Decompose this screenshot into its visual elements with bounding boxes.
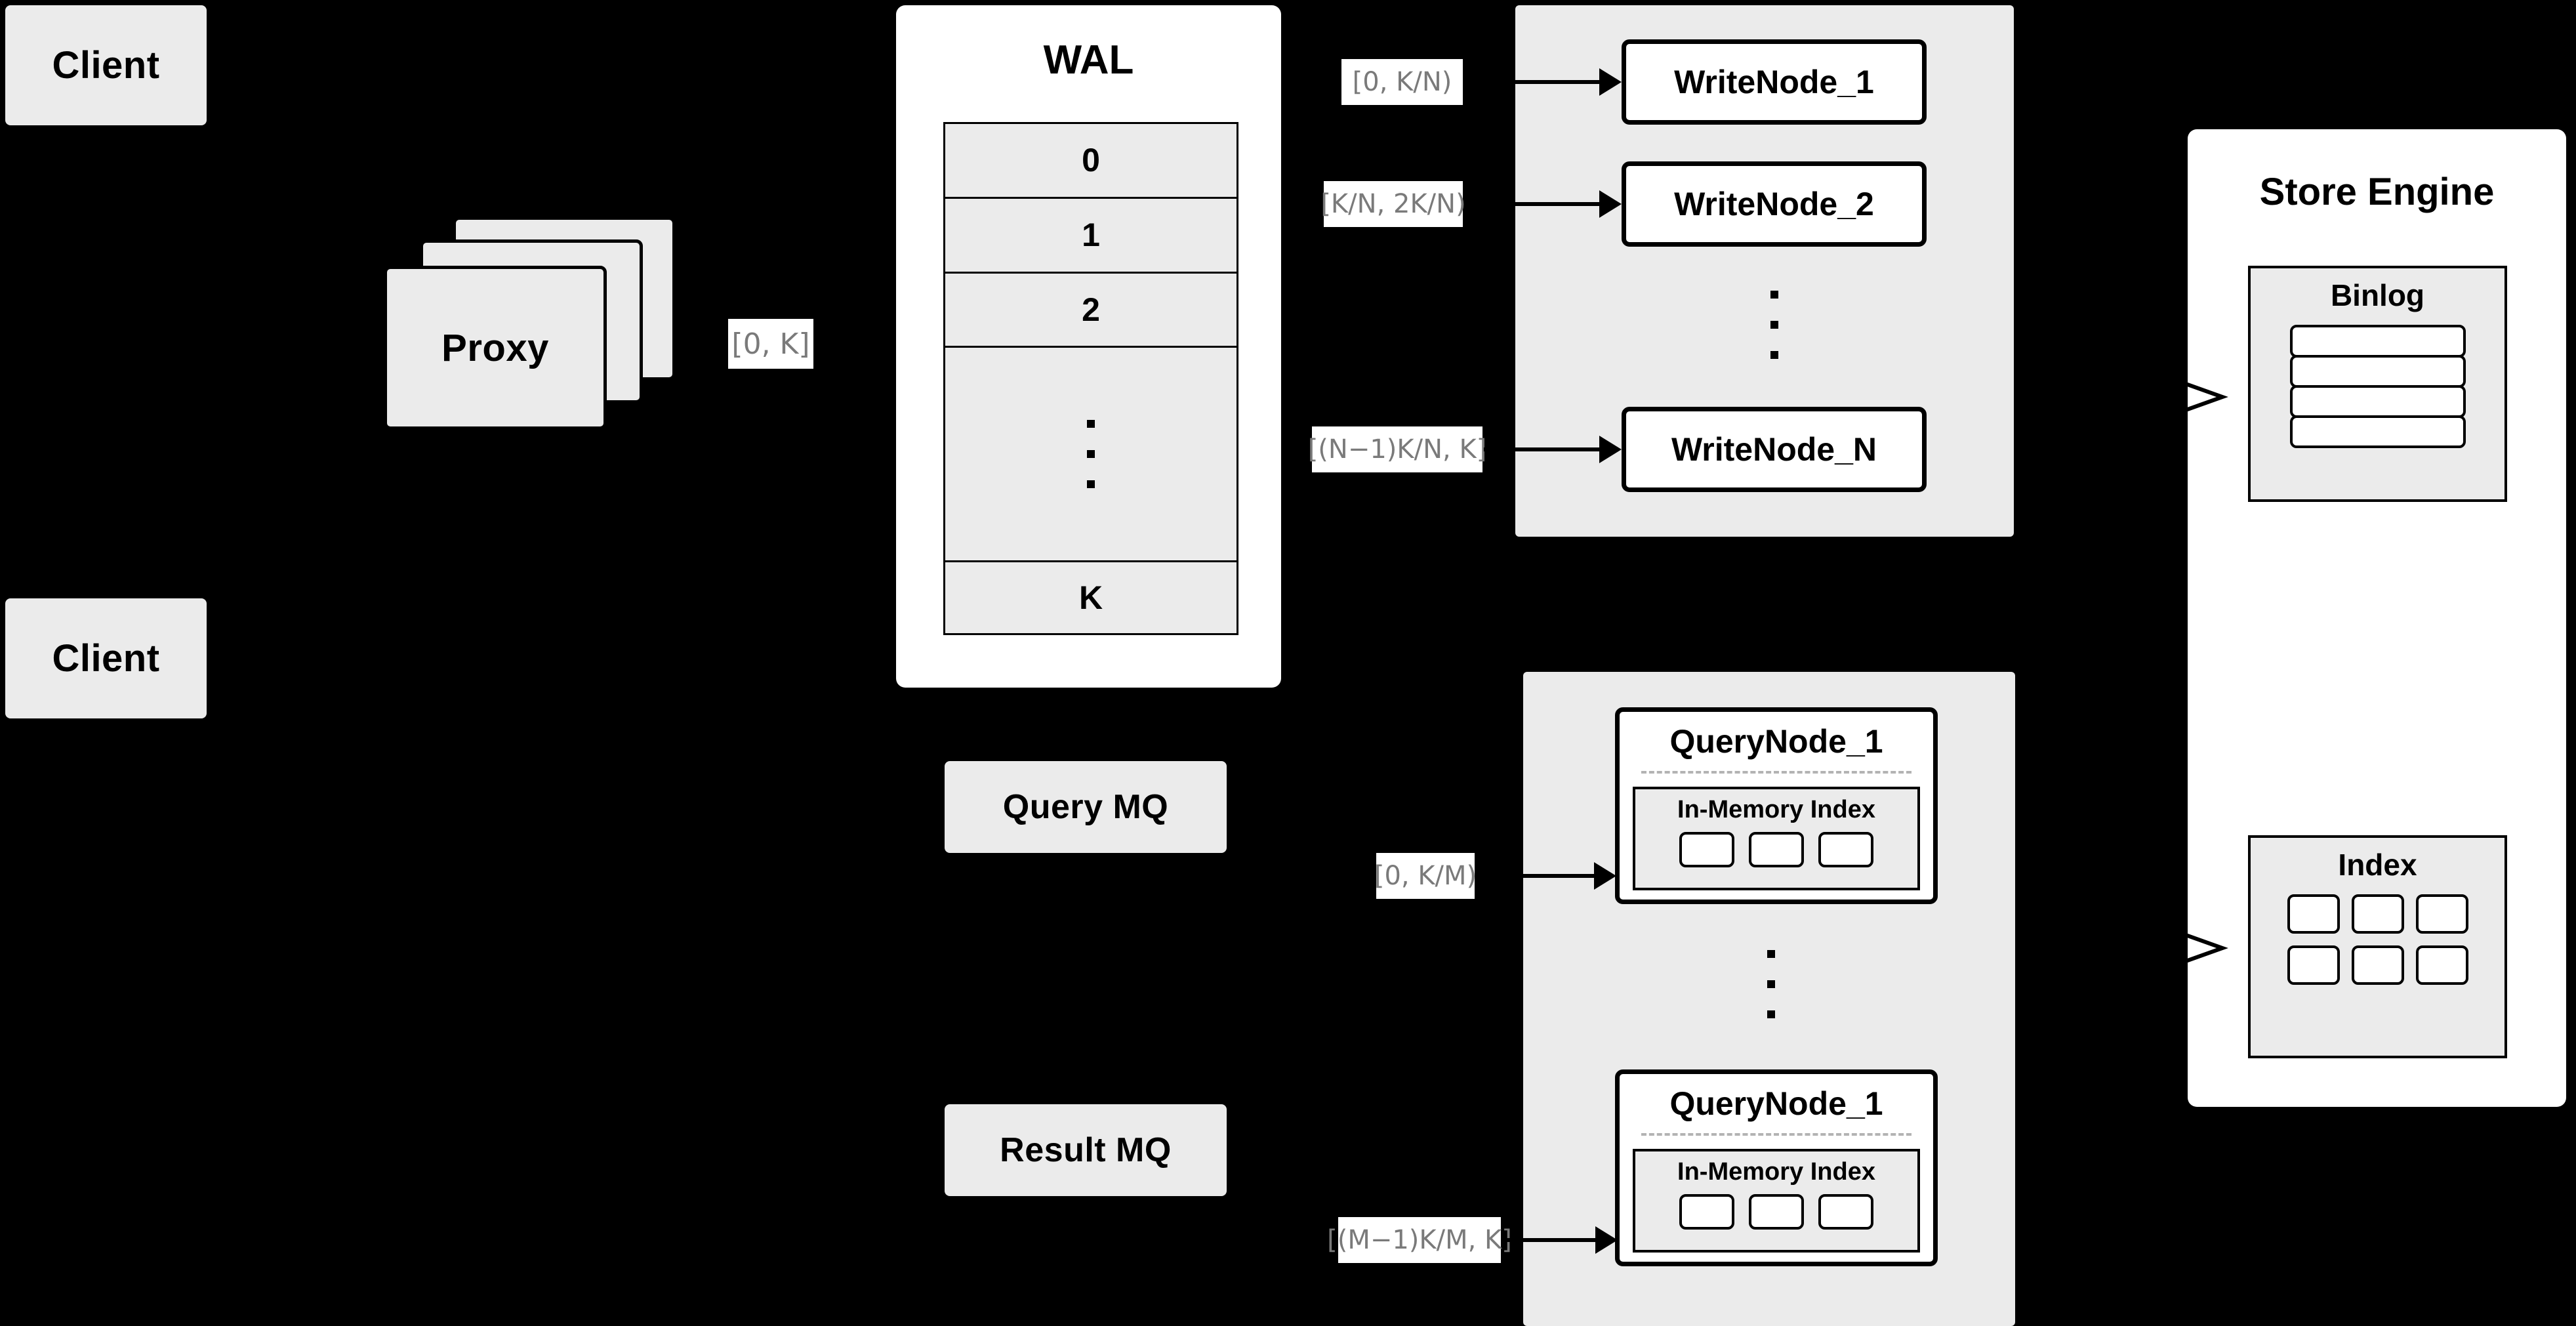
- binlog-bar[interactable]: [2289, 385, 2466, 418]
- binlog-bar[interactable]: [2289, 415, 2466, 448]
- arrow-head-icon: [1595, 1226, 1618, 1254]
- binlog-bar[interactable]: [2289, 355, 2466, 388]
- in-memory-index-title-1: In-Memory Index: [1677, 796, 1875, 823]
- open-arrow-head-icon: [2158, 932, 2228, 964]
- query-node-1-in-memory-index: In-Memory Index: [1633, 787, 1920, 890]
- index-panel: Index: [2248, 835, 2507, 1058]
- wal-panel: WAL 0 1 2 K: [896, 5, 1281, 688]
- wal-row-2[interactable]: 2: [945, 273, 1237, 348]
- write-node-n-label: WriteNode_N: [1671, 431, 1877, 468]
- client-label-2: Client: [52, 637, 160, 680]
- proxy-label: Proxy: [441, 326, 549, 369]
- wal-row-1[interactable]: 1: [945, 198, 1237, 274]
- arrow-to-query-node-1: [1482, 862, 1620, 890]
- index-title: Index: [2338, 848, 2417, 882]
- query-mq-box[interactable]: Query MQ: [945, 761, 1227, 853]
- query-node-1-title: QueryNode_1: [1669, 723, 1883, 760]
- write-node-1-range-label: [0, K/N): [1341, 59, 1463, 105]
- store-engine-panel: Store Engine Binlog Index: [2188, 129, 2566, 1107]
- arrow-to-write-node-n: [1484, 436, 1622, 463]
- wal-entry-table: 0 1 2 K: [943, 122, 1238, 635]
- wal-vertical-dots-icon: [1087, 420, 1095, 489]
- store-engine-title: Store Engine: [2259, 171, 2495, 213]
- arrow-to-write-node-2: [1464, 190, 1622, 218]
- binlog-title: Binlog: [2330, 278, 2425, 312]
- client-box-1[interactable]: Client: [5, 5, 207, 125]
- arrow-head-icon: [1599, 68, 1622, 96]
- in-memory-index-chip[interactable]: [1749, 1194, 1804, 1230]
- result-mq-label: Result MQ: [1000, 1131, 1172, 1169]
- wal-row-k[interactable]: K: [945, 562, 1237, 633]
- wal-row-ellipsis: [945, 348, 1237, 563]
- index-chip[interactable]: [2415, 945, 2468, 985]
- index-chip[interactable]: [2287, 894, 2340, 934]
- in-memory-index-title-2: In-Memory Index: [1677, 1158, 1875, 1186]
- write-node-2-range-label: [K/N, 2K/N): [1320, 181, 1466, 227]
- wal-title: WAL: [1043, 37, 1134, 83]
- in-memory-index-chip[interactable]: [1679, 832, 1734, 867]
- query-node-1-divider: [1641, 771, 1912, 774]
- in-memory-index-chip[interactable]: [1679, 1194, 1734, 1230]
- write-node-n[interactable]: WriteNode_N: [1622, 407, 1927, 492]
- write-node-2[interactable]: WriteNode_2: [1622, 161, 1927, 247]
- wal-row-0[interactable]: 0: [945, 124, 1237, 199]
- write-node-n-range-label: [(N−1)K/N, K]: [1308, 426, 1486, 472]
- query-node-1-range-label: [0, K/M): [1374, 853, 1477, 899]
- arrow-to-index: [2158, 928, 2237, 968]
- arrow-to-binlog: [2158, 377, 2237, 417]
- query-node-1[interactable]: QueryNode_1 In-Memory Index: [1615, 707, 1938, 904]
- write-node-1-label: WriteNode_1: [1674, 64, 1874, 100]
- binlog-bar[interactable]: [2289, 325, 2466, 358]
- arrow-head-icon: [1594, 862, 1616, 890]
- binlog-panel: Binlog: [2248, 266, 2507, 502]
- client-box-2[interactable]: Client: [5, 598, 207, 718]
- client-label-1: Client: [52, 44, 160, 87]
- query-mq-label: Query MQ: [1002, 788, 1169, 826]
- open-arrow-head-icon: [2158, 381, 2228, 413]
- index-chip[interactable]: [2351, 894, 2404, 934]
- query-node-2-title: QueryNode_1: [1669, 1085, 1883, 1122]
- arrow-head-icon: [1599, 436, 1622, 463]
- result-mq-box[interactable]: Result MQ: [945, 1104, 1227, 1196]
- index-chip[interactable]: [2415, 894, 2468, 934]
- proxy-box[interactable]: Proxy: [384, 266, 607, 430]
- arrow-head-icon: [1599, 190, 1622, 218]
- query-node-2-in-memory-index: In-Memory Index: [1633, 1149, 1920, 1253]
- index-chip[interactable]: [2287, 945, 2340, 985]
- arrow-to-write-node-1: [1464, 68, 1622, 96]
- in-memory-index-chip[interactable]: [1818, 832, 1873, 867]
- write-node-2-label: WriteNode_2: [1674, 186, 1874, 222]
- in-memory-index-chip[interactable]: [1818, 1194, 1873, 1230]
- query-node-2-divider: [1641, 1133, 1912, 1136]
- in-memory-index-chip[interactable]: [1749, 832, 1804, 867]
- proxy-output-range-label: [0, K]: [728, 319, 813, 369]
- query-cluster-vertical-dots-icon: [1765, 938, 1778, 1030]
- query-node-2[interactable]: QueryNode_1 In-Memory Index: [1615, 1069, 1938, 1266]
- arrow-to-query-node-2: [1503, 1226, 1622, 1254]
- write-cluster-vertical-dots-icon: [1768, 279, 1781, 371]
- index-chip[interactable]: [2351, 945, 2404, 985]
- query-node-2-range-label: [(M−1)K/M, K]: [1327, 1217, 1512, 1263]
- write-node-1[interactable]: WriteNode_1: [1622, 39, 1927, 125]
